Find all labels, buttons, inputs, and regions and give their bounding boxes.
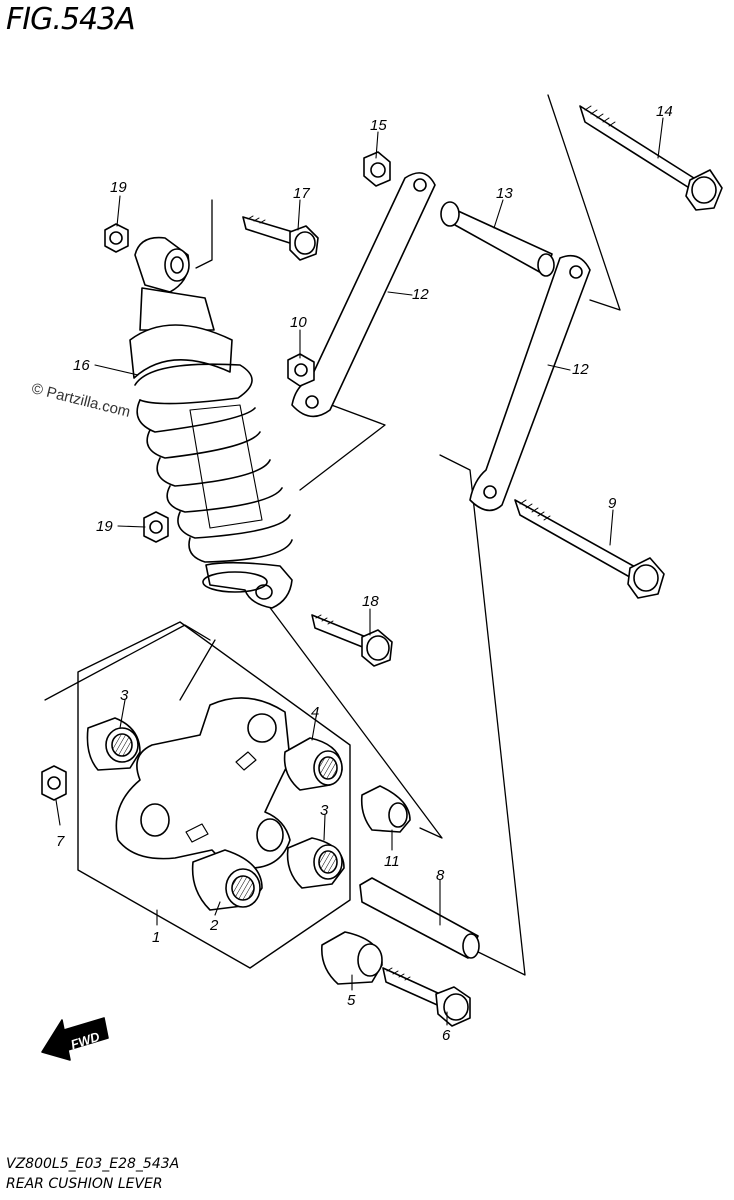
callout-9: 9 [608,495,617,512]
collar-13 [440,201,555,277]
bearing-2 [191,849,263,911]
fwd-arrow-icon [41,1017,109,1061]
callout-12-upper: 12 [412,286,429,303]
callout-19-lower: 19 [96,518,113,535]
collar-8 [359,877,480,959]
bolt-9 [514,499,665,599]
callout-12-lower: 12 [572,361,589,378]
nut-19-lower [143,511,169,543]
callout-13: 13 [496,185,513,202]
boundary-lines [44,94,621,976]
bearing-3-right [286,837,345,889]
bolt-18 [311,614,393,667]
assembly-name: REAR CUSHION LEVER [6,1176,163,1192]
nut-7 [41,765,67,801]
callout-19-upper: 19 [110,179,127,196]
callout-10: 10 [290,314,307,331]
callout-6: 6 [442,1027,451,1044]
callout-3-left: 3 [120,687,129,704]
callout-11: 11 [384,853,400,870]
leader-lines [55,117,664,1026]
bolt-14 [579,105,723,211]
bolt-6 [382,967,471,1027]
model-code: VZ800L5_E03_E28_543A [6,1156,180,1172]
callout-18: 18 [362,593,379,610]
nut-15 [363,151,391,187]
cushion-lever-1 [115,697,291,869]
tie-rod-12-upper [291,172,436,418]
callout-5: 5 [347,992,356,1009]
nut-19-upper [104,223,129,253]
callout-17: 17 [293,185,310,202]
callout-8: 8 [436,867,445,884]
collar-11 [360,785,411,833]
collar-5 [321,931,383,985]
callout-7: 7 [56,833,65,850]
tie-rod-12-lower [469,254,591,512]
figure-title: FIG.543A [6,2,136,37]
nut-10 [287,353,315,387]
bolt-17 [242,215,319,261]
shock-absorber-16 [129,236,293,609]
callout-14: 14 [656,103,673,120]
bearing-4 [283,737,343,791]
bearing-3-left [86,717,141,771]
callout-16: 16 [73,357,90,374]
callout-2: 2 [209,917,219,934]
callout-15: 15 [370,117,387,134]
callout-1: 1 [152,929,160,946]
callout-3-right: 3 [320,802,329,819]
callout-4: 4 [311,704,319,721]
